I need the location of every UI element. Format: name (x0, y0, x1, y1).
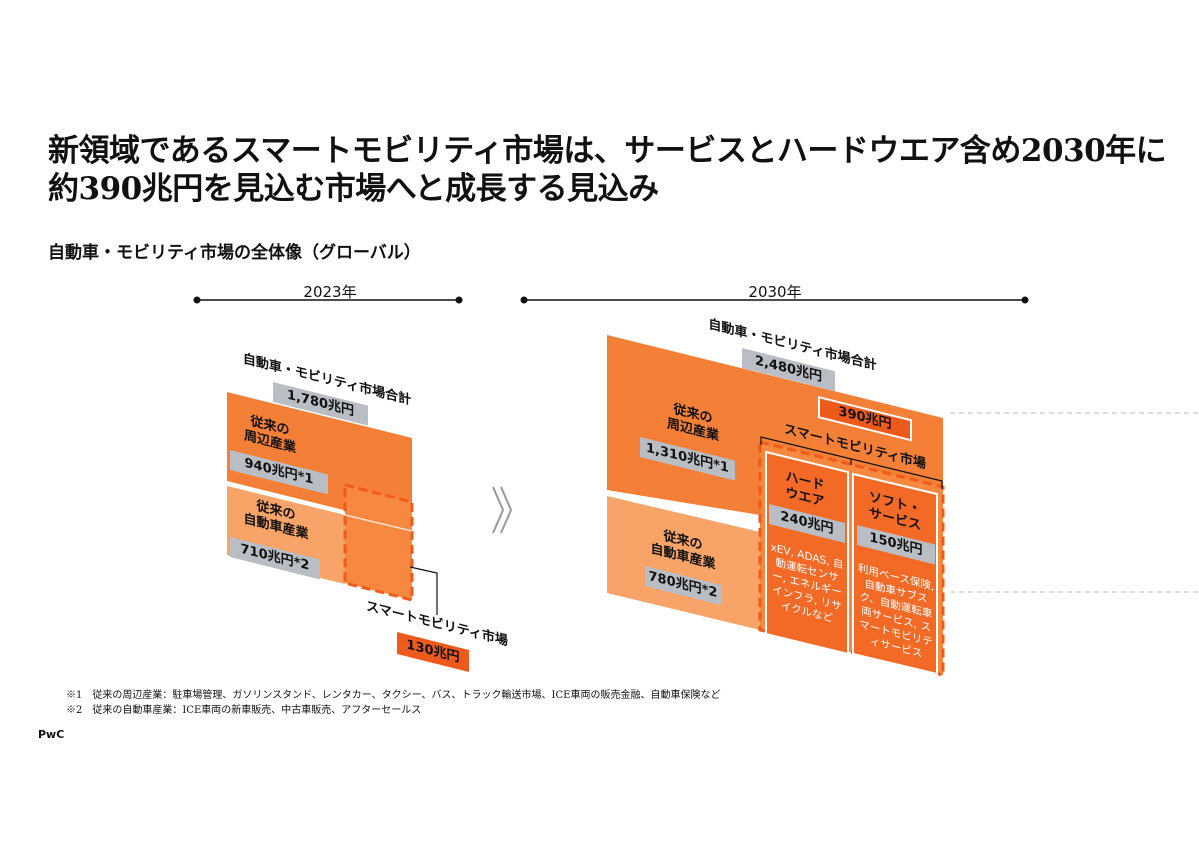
brand-logo: PwC (38, 728, 65, 741)
software-box (852, 472, 938, 676)
hardware-box (765, 450, 849, 656)
page-title: 新領域であるスマートモビリティ市場は、サービスとハードウエア含め2030年に約3… (48, 133, 1167, 207)
double-chevron-right-icon (492, 486, 513, 534)
panel-2030-auto (607, 496, 760, 630)
leader-line-2023 (409, 566, 438, 615)
timeline-2030 (520, 296, 1029, 304)
diagram-subtitle: 自動車・モビリティ市場の全体像（グローバル） (48, 243, 421, 263)
year-2023: 2023年 (303, 283, 357, 301)
panel-2023-smart (343, 483, 414, 602)
timeline-2023 (193, 296, 463, 304)
year-2030: 2030年 (748, 283, 802, 301)
footnote-1: ※1 従来の周辺産業：駐車場管理、ガソリンスタンド、レンタカー、タクシー、バス、… (66, 690, 721, 701)
footnote-2: ※2 従来の自動車産業：ICE車両の新車販売、中古車販売、アフターセールス (66, 705, 422, 716)
